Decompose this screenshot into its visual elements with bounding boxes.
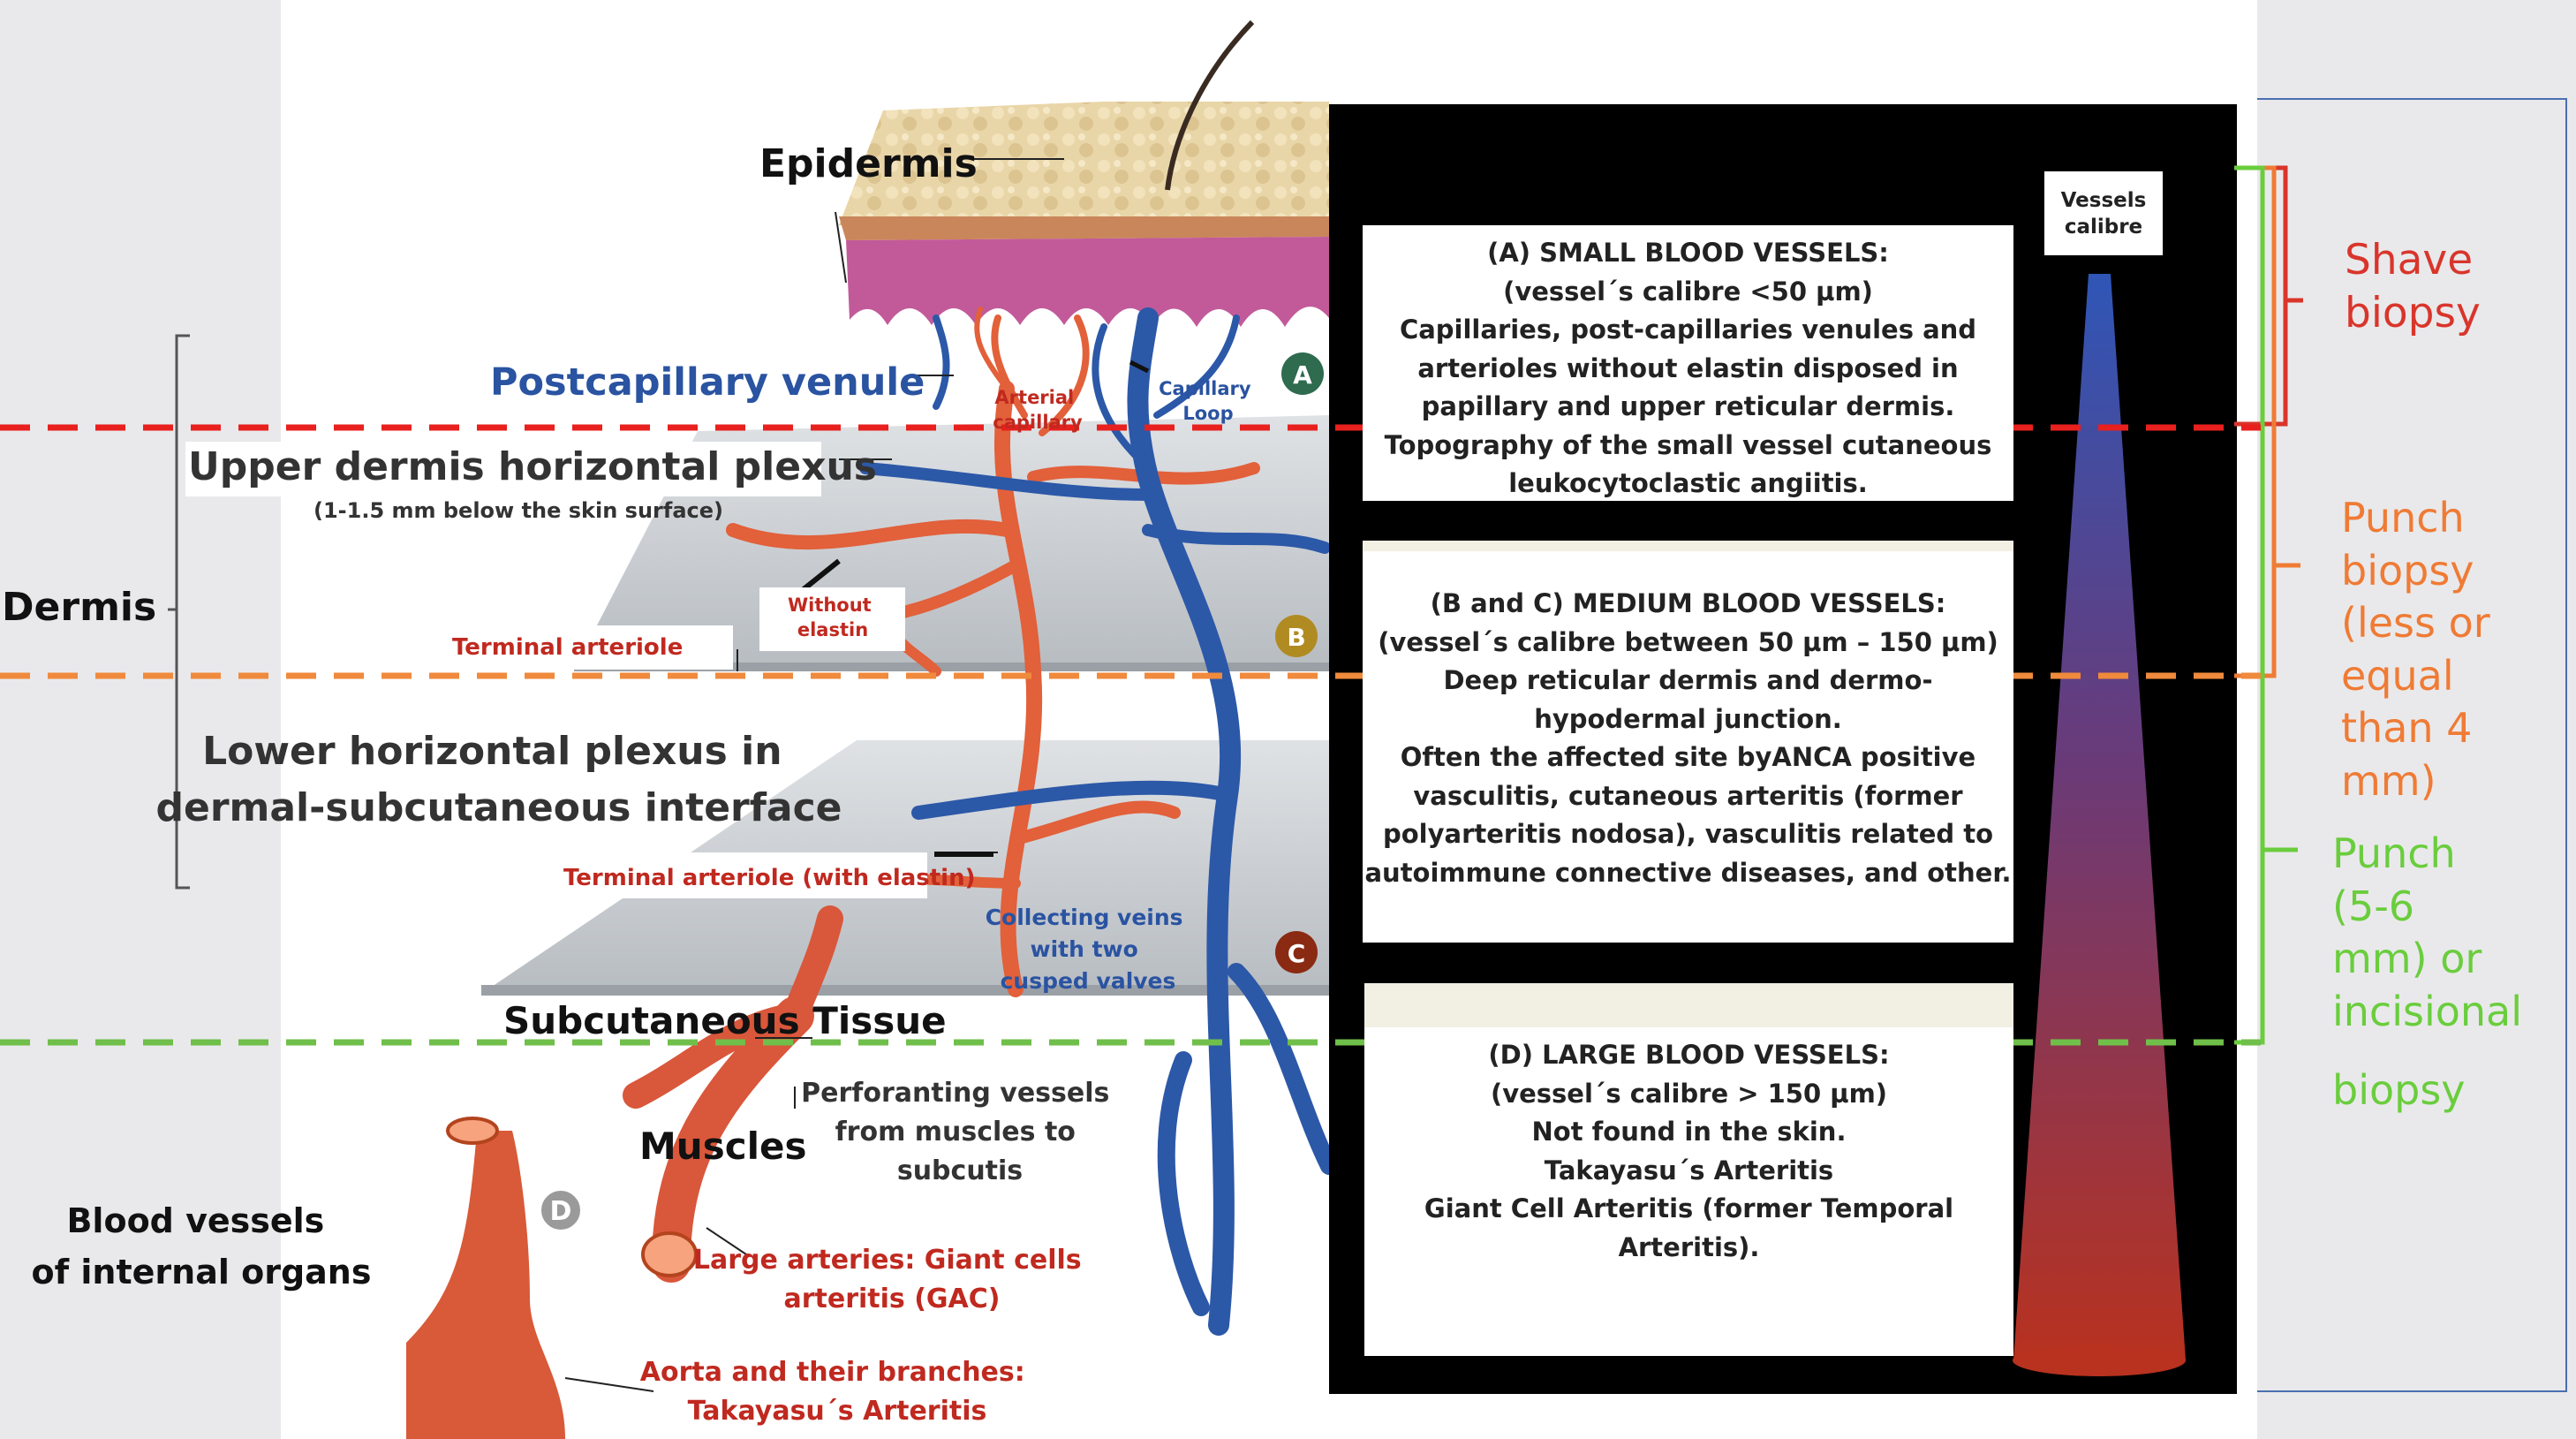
aorta-opening — [448, 1118, 497, 1143]
label-shave-biopsy: Shave biopsy — [2345, 234, 2481, 340]
label-epidermis: Epidermis — [759, 141, 978, 186]
badge-d-text: D — [550, 1196, 572, 1227]
label-upper-plexus-depth: (1-1.5 mm below the skin surface) — [314, 498, 723, 523]
epidermis-brown-layer — [839, 216, 1329, 240]
label-postcapillary-venule: Postcapillary venule — [490, 360, 925, 405]
label-muscles: Muscles — [639, 1125, 806, 1168]
badge-d: D — [540, 1189, 582, 1231]
label-dermis: Dermis — [2, 585, 156, 630]
label-punch-large-biopsy: Punch (5-6 mm) or incisional biopsy — [2332, 828, 2522, 1117]
label-terminal-arteriole: Terminal arteriole — [452, 634, 683, 661]
badge-b: B — [1275, 615, 1318, 657]
info-box-small-vessels: (A) SMALL BLOOD VESSELS: (vessel´s calib… — [1363, 225, 2013, 501]
info-box-medium-vessels: (B and C) MEDIUM BLOOD VESSELS: (vessel´… — [1363, 541, 2013, 943]
label-punch-small-biopsy: Punch biopsy (less or equal than 4 mm) — [2341, 492, 2490, 807]
label-upper-plexus: Upper dermis horizontal plexus — [188, 444, 877, 489]
lower-plane-edge — [481, 985, 1329, 996]
badge-a: A — [1281, 352, 1324, 395]
vessels-calibre-label: Vessels calibre — [2044, 171, 2163, 255]
calibre-cone-base — [2013, 1344, 2186, 1376]
muscle-artery-opening — [643, 1233, 696, 1276]
badge-b-text: B — [1287, 623, 1305, 652]
info-box-large-vessels: (D) LARGE BLOOD VESSELS: (vessel´s calib… — [1364, 983, 2013, 1356]
label-subcutaneous: Subcutaneous Tissue — [503, 999, 947, 1042]
label-terminal-arteriole-elastin: Terminal arteriole (with elastin) — [563, 865, 976, 891]
badge-c-text: C — [1288, 939, 1306, 968]
badge-c: C — [1275, 931, 1318, 973]
badge-a-text: A — [1293, 360, 1312, 390]
